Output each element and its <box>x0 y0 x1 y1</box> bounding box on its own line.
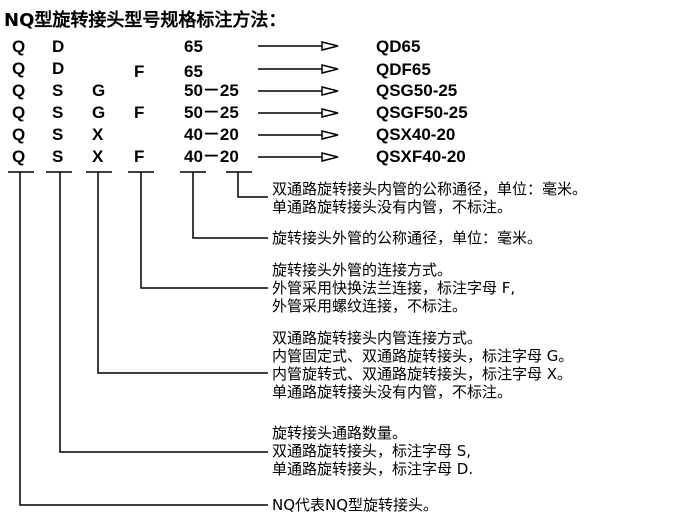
annotation-line: NQ代表NQ型旋转接头。 <box>272 496 439 514</box>
code-result: QSXF40-20 <box>376 147 466 166</box>
annotation-nq: NQ代表NQ型旋转接头。 <box>272 496 438 514</box>
code-letter: F <box>134 62 145 81</box>
annotation-inner-diameter: 双通路旋转接头内管的公称通径，单位：毫米。 单通路旋转接头没有内管，不标注。 <box>272 180 587 216</box>
code-result: QD65 <box>376 37 421 56</box>
annotation-inner-type: 双通路旋转接头内管连接方式。 内管固定式、双通路旋转接头，标注字母 G。 内管旋… <box>272 329 573 401</box>
code-size: 40－20 <box>184 125 239 144</box>
code-size: 65 <box>184 62 203 81</box>
code-letter: Q <box>12 37 26 56</box>
code-size: 65 <box>184 37 203 56</box>
code-letter: Q <box>12 59 26 78</box>
code-letter: X <box>92 125 104 144</box>
code-letter: D <box>52 37 65 56</box>
code-letter: X <box>92 147 104 166</box>
code-result: QSX40-20 <box>376 125 456 144</box>
code-result: QSG50-25 <box>376 81 458 100</box>
annotation-line: 旋转接头通路数量。 <box>272 424 408 442</box>
code-letter: Q <box>12 81 26 100</box>
code-letter: F <box>134 147 145 166</box>
annotation-line: 外管采用螺纹连接，不标注。 <box>272 297 468 315</box>
annotation-line: 单通路旋转接头没有内管，不标注。 <box>272 383 513 401</box>
annotation-line: 外管采用快换法兰连接，标注字母 F, <box>272 279 516 297</box>
code-letter: D <box>52 59 65 78</box>
arrow-heads <box>321 41 339 162</box>
code-size: 50－25 <box>184 103 239 122</box>
code-letter: S <box>52 147 64 166</box>
annotation-line: 双通路旋转接头内管连接方式。 <box>272 329 483 347</box>
annotation-line: 单通路旋转接头，标注字母 D. <box>272 460 474 478</box>
code-letter: F <box>134 103 145 122</box>
code-letter: G <box>92 103 106 122</box>
annotation-line: 旋转接头外管的公称通径，单位：毫米。 <box>272 229 543 247</box>
code-letter: S <box>52 103 64 122</box>
code-letter: Q <box>12 103 26 122</box>
code-letter: Q <box>12 125 26 144</box>
code-size: 50－25 <box>184 81 239 100</box>
bracket-lines <box>8 171 268 506</box>
diagram-title: NQ型旋转接头型号规格标注方法： <box>4 10 287 31</box>
code-letter: G <box>92 81 106 100</box>
annotation-line: 双通路旋转接头内管的公称通径，单位：毫米。 <box>272 180 588 198</box>
annotation-outer-diameter: 旋转接头外管的公称通径，单位：毫米。 <box>272 229 542 247</box>
code-result: QDF65 <box>376 60 431 79</box>
annotation-line: 旋转接头外管的连接方式。 <box>272 261 453 279</box>
annotation-line: 单通路旋转接头没有内管，不标注。 <box>272 198 513 216</box>
result-arrows <box>258 45 322 158</box>
annotation-line: 双通路旋转接头，标注字母 S, <box>272 442 472 460</box>
code-letter: S <box>52 125 64 144</box>
annotation-connection-type: 旋转接头外管的连接方式。 外管采用快换法兰连接，标注字母 F, 外管采用螺纹连接… <box>272 261 515 315</box>
code-result: QSGF50-25 <box>376 103 468 122</box>
annotation-channels: 旋转接头通路数量。 双通路旋转接头，标注字母 S, 单通路旋转接头，标注字母 D… <box>272 424 473 478</box>
code-letter: Q <box>12 147 26 166</box>
annotation-line: 内管固定式、双通路旋转接头，标注字母 G。 <box>272 347 574 365</box>
code-size: 40－20 <box>184 147 239 166</box>
code-letter: S <box>52 81 64 100</box>
annotation-line: 内管旋转式、双通路旋转接头，标注字母 X。 <box>272 365 573 383</box>
